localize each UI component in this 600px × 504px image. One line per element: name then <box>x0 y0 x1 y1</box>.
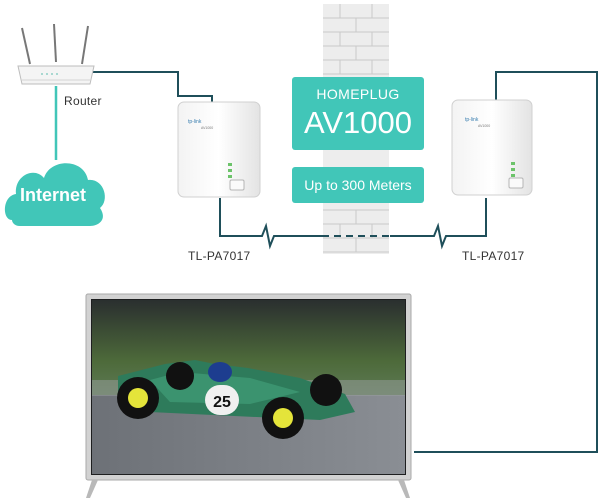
adapter-left-label: TL-PA7017 <box>188 249 251 263</box>
homeplug-label: HOMEPLUG <box>316 86 400 102</box>
race-number: 25 <box>213 394 231 411</box>
network-cables <box>54 71 598 453</box>
adapter-right-label: TL-PA7017 <box>462 249 525 263</box>
adapter-brand-left: tp-link <box>188 119 202 125</box>
powerline-adapter-right <box>451 99 533 196</box>
av1000-label: AV1000 <box>303 105 412 140</box>
internet-label: Internet <box>19 185 86 205</box>
router-label: Router <box>64 94 102 108</box>
television: 25 <box>85 293 412 498</box>
internet-cloud-icon <box>4 163 105 226</box>
powerline-adapter-left <box>177 101 261 198</box>
router-icon <box>17 23 95 85</box>
range-label: Up to 300 Meters <box>304 177 412 193</box>
adapter-model-right: AV1000 <box>478 124 491 128</box>
homeplug-panel: HOMEPLUG AV1000 <box>292 77 424 150</box>
adapter-brand-right: tp-link <box>465 117 479 123</box>
tv-screen-image: 25 <box>92 300 405 474</box>
adapter-model-left: AV1000 <box>201 126 214 130</box>
range-panel: Up to 300 Meters <box>292 167 424 203</box>
